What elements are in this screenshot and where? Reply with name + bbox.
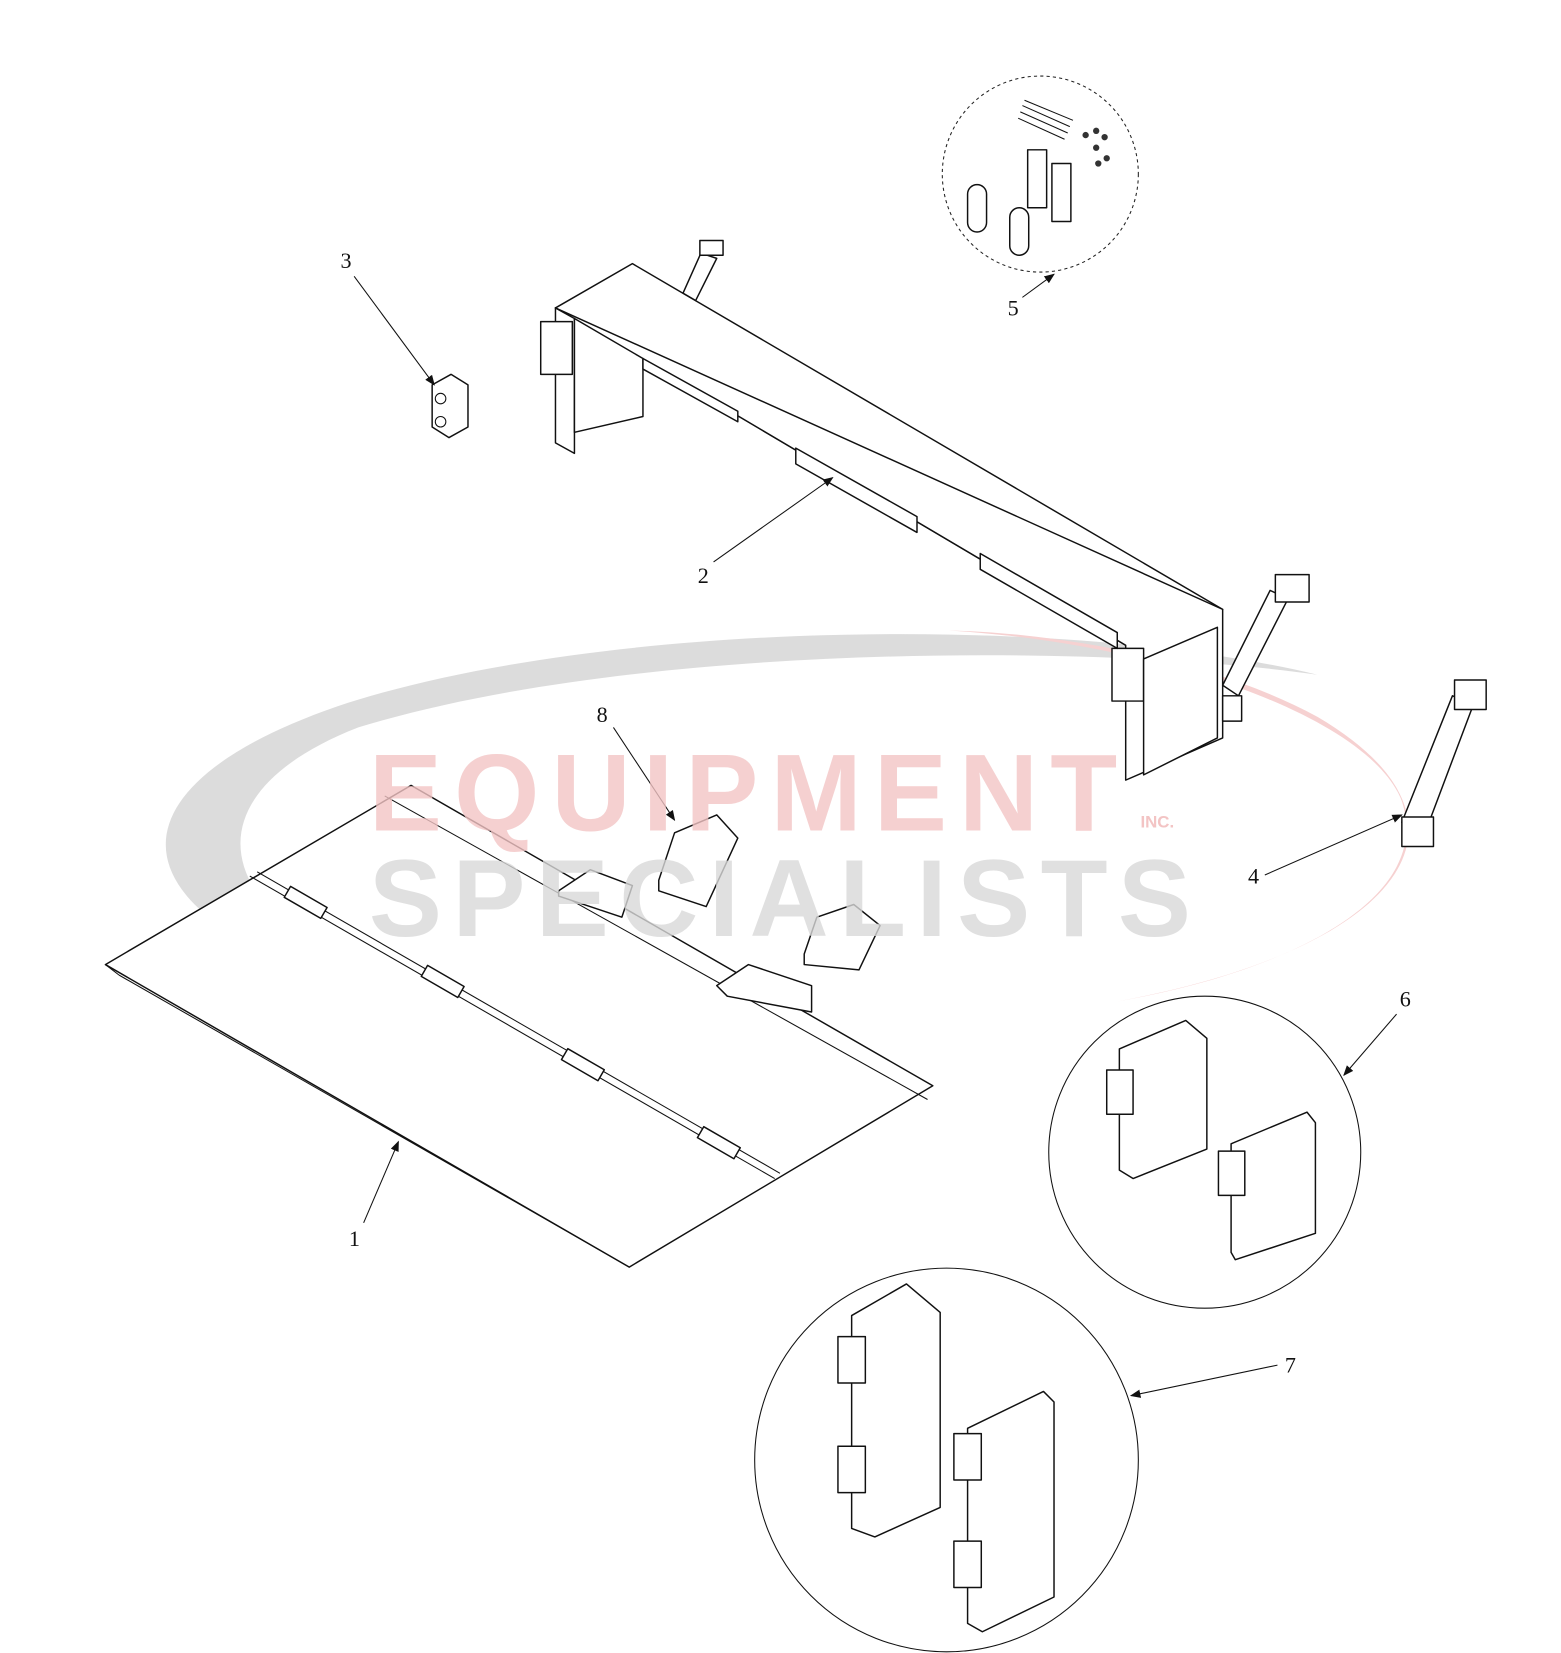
callout-7: 7: [1285, 1352, 1296, 1377]
part-7-detail: [754, 1267, 1139, 1653]
callout-8: 8: [597, 702, 608, 727]
callouts: 1 2 3 4 5 6 7 8: [340, 248, 1411, 1398]
part-2-main-frame: [539, 239, 1310, 781]
callout-3: 3: [340, 248, 351, 273]
part-5-hardware-kit: [941, 75, 1139, 273]
callout-1: 1: [349, 1226, 360, 1251]
logo-text-equipment: EQUIPMENT: [369, 733, 1117, 855]
part-1-platform: [104, 784, 934, 1268]
part-8-brackets: [658, 814, 881, 971]
part-3-block: [431, 373, 469, 439]
callout-6: 6: [1400, 987, 1411, 1012]
logo-text-specialists: SPECIALISTS: [369, 838, 1191, 960]
part-6-detail: [1048, 995, 1362, 1309]
callout-4: 4: [1248, 863, 1259, 888]
callout-5: 5: [1008, 295, 1019, 320]
watermark-logo: EQUIPMENT SPECIALISTS INC.: [369, 733, 1191, 960]
part-4-arm: [1401, 679, 1487, 848]
callout-2: 2: [698, 563, 709, 588]
logo-text-inc: INC.: [1140, 813, 1174, 832]
